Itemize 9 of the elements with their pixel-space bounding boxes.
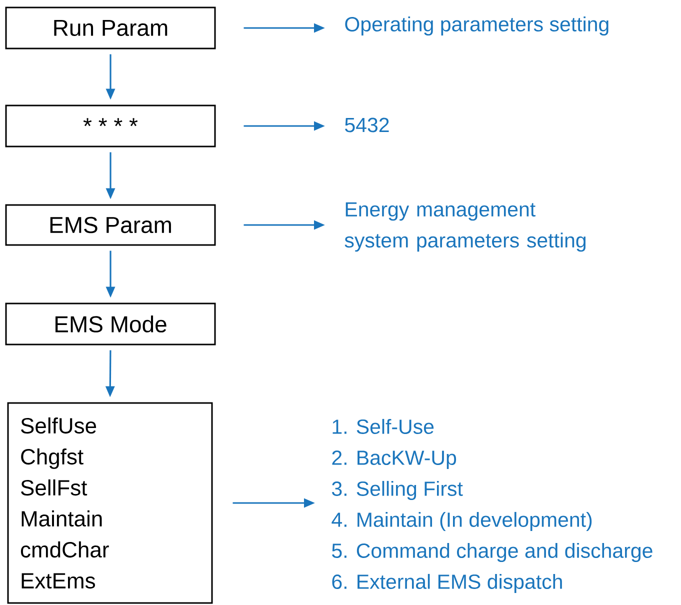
description-text: Operating parameters setting (345, 16, 608, 36)
process-box: EMS Param (5, 204, 216, 246)
process-box: Run Param (5, 6, 216, 50)
process-box: * * * * (5, 104, 216, 148)
option-list: 1. Self-Use 2. BacKW-Up 3. Selling First 4. Maintain (In development) 5. Command charge and discharge 6. External EMS dispatch (332, 418, 652, 594)
description-text: Energy management system parameters setting (344, 202, 586, 252)
process-box: EMS Mode (5, 302, 216, 346)
description-text: 5432 (345, 118, 389, 132)
option-list-box: SelfUse Chgfst SellFst Maintain cmdChar ExtEms (7, 402, 213, 604)
